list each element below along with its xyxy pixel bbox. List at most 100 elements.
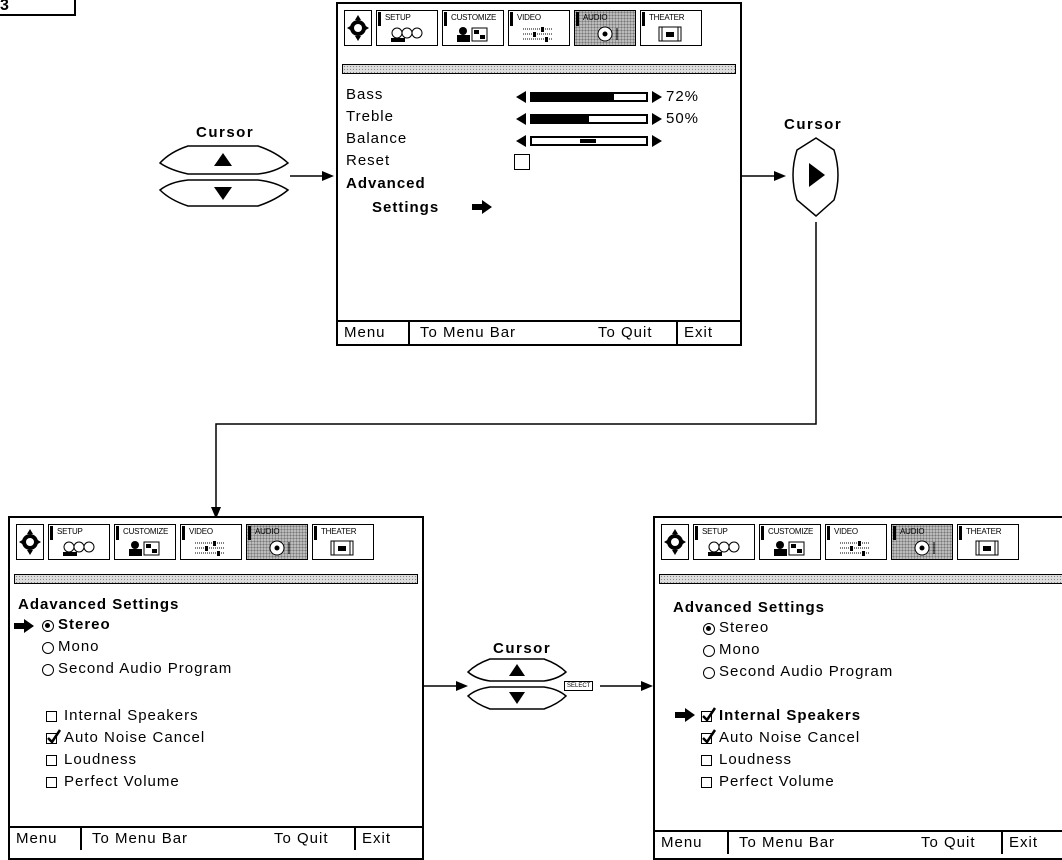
slider-left-arrow-icon[interactable] [516,91,526,103]
arrow-right-icon [14,619,34,633]
menu-separator [659,574,1062,584]
bass-slider[interactable]: 72% [516,88,716,105]
tab-label: SETUP [702,527,728,536]
tab-theater[interactable]: THEATER [640,10,702,46]
footer-divider [354,828,356,850]
footer-to-menu-bar: To Menu Bar [92,830,189,847]
perfect-volume-label: Perfect Volume [64,773,180,790]
footer-menu: Menu [16,830,58,847]
footer-bar: Menu To Menu Bar To Quit Exit [10,826,422,850]
footer-menu: Menu [661,834,703,851]
stereo-label: Stereo [58,616,111,633]
tab-audio[interactable]: AUDIO [891,524,953,560]
internal-speakers-checkbox[interactable] [46,711,57,722]
perfect-volume-checkbox[interactable] [46,777,57,788]
sap-radio[interactable] [703,667,715,679]
slider-right-arrow-icon[interactable] [652,91,662,103]
settings-label[interactable]: Settings [372,199,440,216]
loudness-label: Loudness [64,751,138,768]
slider-fill [532,116,589,122]
tab-video[interactable]: VIDEO [825,524,887,560]
slider-right-arrow-icon[interactable] [652,113,662,125]
auto-noise-cancel-label: Auto Noise Cancel [719,729,861,746]
theater-film-icon [330,540,354,556]
balance-slider[interactable] [516,135,716,148]
tab-label: THEATER [321,527,357,536]
tab-marker [50,526,53,540]
tab-audio[interactable]: AUDIO [574,10,636,46]
tab-marker [378,12,381,26]
tab-marker [314,526,317,540]
video-sliders-icon [840,541,870,556]
navigation-icon[interactable] [16,524,44,560]
navigation-icon[interactable] [344,10,372,46]
loudness-label: Loudness [719,751,793,768]
internal-speakers-label: Internal Speakers [719,707,862,724]
tab-setup[interactable]: SETUP [48,524,110,560]
tab-label: CUSTOMIZE [768,527,814,536]
customize-icon [457,27,488,42]
tab-marker [642,12,645,26]
tab-label: THEATER [966,527,1002,536]
loudness-checkbox[interactable] [701,755,712,766]
slider-right-arrow-icon[interactable] [652,135,662,147]
tab-customize[interactable]: CUSTOMIZE [114,524,176,560]
tab-marker [761,526,764,540]
video-sliders-icon [195,541,225,556]
reset-checkbox[interactable] [514,154,530,170]
treble-slider[interactable]: 50% [516,110,716,127]
slider-left-arrow-icon[interactable] [516,113,526,125]
tab-marker [182,526,185,540]
tab-video[interactable]: VIDEO [180,524,242,560]
tab-label: THEATER [649,13,685,22]
advanced-label: Advanced [346,175,426,192]
tab-customize[interactable]: CUSTOMIZE [759,524,821,560]
figure-tag-text: 3 [0,0,9,14]
navigation-icon[interactable] [661,524,689,560]
tab-marker [510,12,513,26]
footer-to-quit: To Quit [274,830,329,847]
footer-to-menu-bar: To Menu Bar [420,324,517,341]
cursor-label-bottom: Cursor [493,640,552,657]
slider-left-arrow-icon[interactable] [516,135,526,147]
sap-label: Second Audio Program [58,660,233,677]
select-button[interactable]: SELECT [564,681,594,691]
stereo-radio[interactable] [703,623,715,635]
footer-divider [408,322,410,344]
tab-customize[interactable]: CUSTOMIZE [442,10,504,46]
audio-disc-icon [597,26,618,42]
tab-marker [695,526,698,540]
sap-radio[interactable] [42,664,54,676]
mono-radio[interactable] [703,645,715,657]
treble-label: Treble [346,108,394,125]
footer-menu: Menu [344,324,386,341]
footer-bar: Menu To Menu Bar To Quit Exit [655,830,1062,854]
reset-label: Reset [346,152,391,169]
loudness-checkbox[interactable] [46,755,57,766]
customize-icon [129,541,160,556]
footer-to-quit: To Quit [598,324,653,341]
cursor-label-left: Cursor [196,124,255,141]
advanced-settings-screen-left: SETUP CUSTOMIZE VIDEO AUDIO THEATER Adav… [8,516,424,860]
cursor-label-right: Cursor [784,116,843,133]
tab-setup[interactable]: SETUP [376,10,438,46]
internal-speakers-checkbox[interactable] [701,707,717,722]
tab-video[interactable]: VIDEO [508,10,570,46]
tab-setup[interactable]: SETUP [693,524,755,560]
auto-noise-cancel-checkbox[interactable] [701,729,717,744]
menu-separator [14,574,418,584]
auto-noise-cancel-checkbox[interactable] [46,729,62,744]
tab-theater[interactable]: THEATER [312,524,374,560]
tab-theater[interactable]: THEATER [957,524,1019,560]
auto-noise-cancel-label: Auto Noise Cancel [64,729,206,746]
audio-disc-icon [914,540,935,556]
audio-menu-screen: SETUP CUSTOMIZE VIDEO AUDIO THEATER Bass… [336,2,742,346]
footer-to-menu-bar: To Menu Bar [739,834,836,851]
mono-radio[interactable] [42,642,54,654]
perfect-volume-checkbox[interactable] [701,777,712,788]
stereo-radio[interactable] [42,620,54,632]
tab-audio[interactable]: AUDIO [246,524,308,560]
video-sliders-icon [523,27,553,42]
checkmark-icon [702,729,717,744]
tab-label: AUDIO [255,527,280,536]
